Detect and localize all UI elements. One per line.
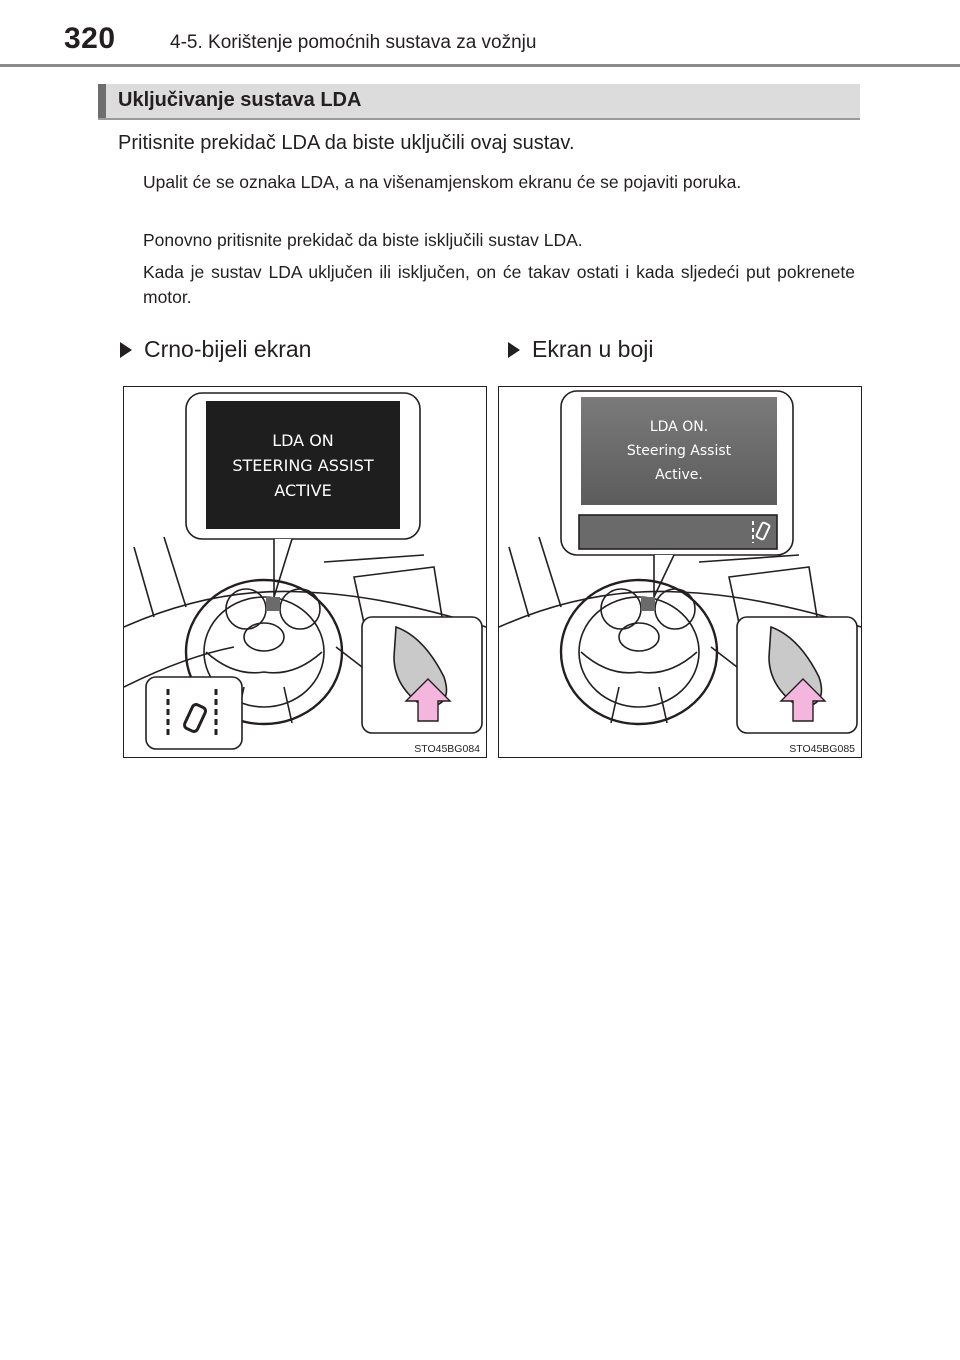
triangle-bullet-icon [120,341,132,358]
lane-departure-icon [166,689,218,739]
figure-code: STO45BG084 [414,743,480,755]
figure-code: STO45BG085 [789,743,855,755]
figure-heading-text: Crno-bijeli ekran [144,336,312,362]
figure-heading-bw: Crno-bijeli ekran [120,336,311,363]
screen-line: LDA ON. [649,419,709,435]
paragraph-1: Upalit će se oznaka LDA, a na višenamjen… [143,172,742,192]
figure-color: LDA ON. Steering Assist Active. STO45BG0… [498,386,862,758]
color-display-screen: LDA ON. Steering Assist Active. [581,397,777,505]
paragraph-3: Kada je sustav LDA uključen ili isključe… [143,262,855,307]
screen-line: ACTIVE [274,480,332,500]
triangle-bullet-icon [508,341,520,358]
section-bar: Uključivanje sustava LDA [98,84,860,120]
chapter-title: 4-5. Korištenje pomoćnih sustava za vožn… [170,32,537,53]
screen-line: Steering Assist [626,443,732,459]
bw-display-screen: LDA ON STEERING ASSIST ACTIVE [206,401,400,529]
figure-heading-color: Ekran u boji [508,336,653,363]
figure-heading-text: Ekran u boji [532,336,654,362]
pink-up-arrow-icon [404,678,452,722]
screen-line: LDA ON [272,430,334,450]
section-title: Uključivanje sustava LDA [118,89,362,111]
paragraph-2: Ponovno pritisnite prekidač da biste isk… [143,230,583,250]
lane-departure-icon [752,521,771,543]
figure-bw: LDA ON STEERING ASSIST ACTIVE STO45BG084 [123,386,487,758]
pink-up-arrow-icon [779,678,827,722]
lead-instruction: Pritisnite prekidač LDA da biste uključi… [118,132,575,154]
header-rule [0,64,960,67]
screen-line: Active. [655,467,703,483]
section-accent [98,84,106,118]
page-number: 320 [64,22,116,55]
screen-line: STEERING ASSIST [232,455,374,475]
